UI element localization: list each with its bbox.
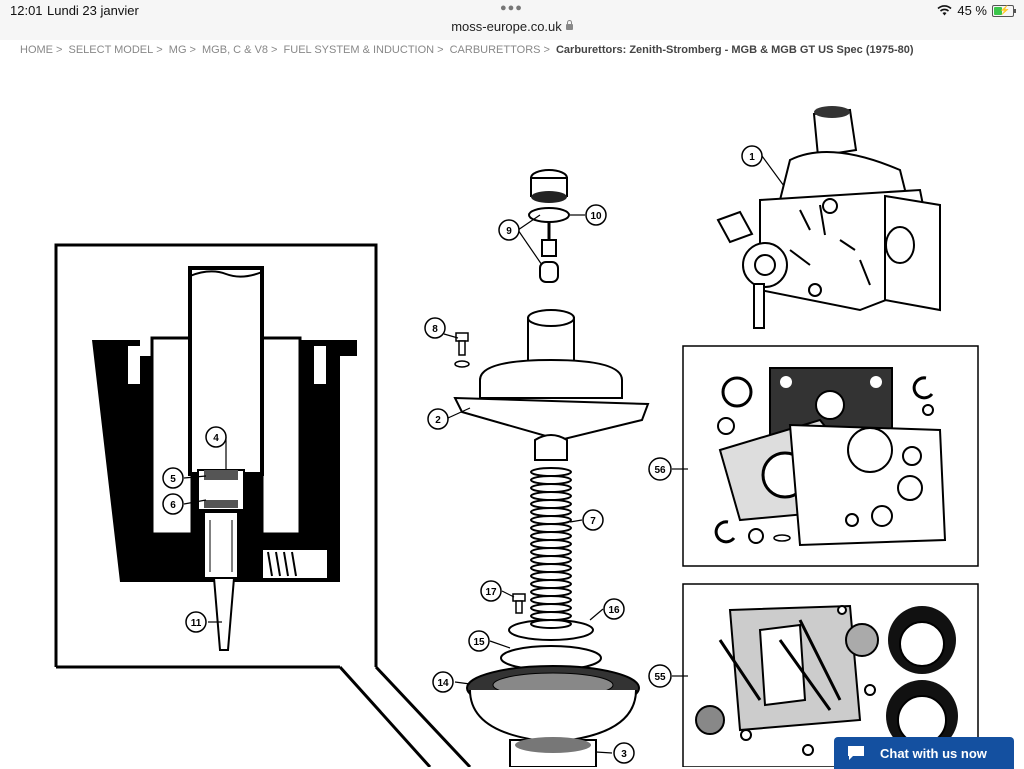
chat-with-us-button[interactable]: Chat with us now (834, 737, 1014, 769)
spring-coil (530, 611, 572, 621)
chat-bubble-icon (848, 746, 864, 760)
carburettor-assembly (716, 106, 941, 329)
callout-4[interactable]: 4 (205, 426, 227, 448)
wifi-icon (937, 5, 952, 16)
spring-coil (530, 515, 572, 525)
spring-coil (530, 483, 572, 493)
callout-17[interactable]: 17 (480, 580, 502, 602)
breadcrumb-carburettors[interactable]: CARBURETTORS (449, 44, 541, 56)
breadcrumb-mg[interactable]: MG (168, 44, 187, 56)
spring-coil (530, 467, 572, 477)
damper-assembly (528, 169, 570, 283)
spring-coil (530, 523, 572, 533)
spring-coil (530, 571, 572, 581)
svg-text:7: 7 (590, 516, 596, 527)
multitask-dots-icon[interactable]: ●●● (500, 2, 523, 14)
spring-coil (530, 491, 572, 501)
spring-coil (530, 507, 572, 517)
callout-3[interactable]: 3 (613, 742, 635, 764)
breadcrumb-mgb-c-v8[interactable]: MGB, C & V8 (202, 44, 269, 56)
svg-text:56: 56 (654, 465, 666, 476)
ios-status-bar: 12:01 Lundi 23 janvier ●●● moss-europe.c… (0, 0, 1024, 40)
exploded-parts-diagram: 1 2 3 4 5 6 7 8 9 10 11 14 15 16 17 55 5… (54, 106, 979, 767)
chat-label: Chat with us now (880, 745, 987, 761)
callout-7[interactable]: 7 (582, 509, 604, 531)
callout-11[interactable]: 11 (185, 611, 207, 633)
svg-text:2: 2 (435, 415, 441, 426)
diaphragm-assembly (466, 593, 640, 767)
svg-text:55: 55 (654, 672, 666, 683)
status-date: Lundi 23 janvier (47, 3, 139, 18)
lock-icon (565, 20, 573, 30)
callout-6[interactable]: 6 (162, 493, 184, 515)
callout-16[interactable]: 16 (603, 598, 625, 620)
svg-text:4: 4 (213, 433, 219, 444)
svg-text:11: 11 (191, 618, 202, 629)
spring-coil (530, 547, 572, 557)
breadcrumb-fuel-system[interactable]: FUEL SYSTEM & INDUCTION (283, 44, 435, 56)
spring-coil (530, 531, 572, 541)
spring-coil (530, 555, 572, 565)
callout-14[interactable]: 14 (432, 671, 454, 693)
spring-coil (530, 587, 572, 597)
breadcrumb-current: Carburettors: Zenith-Stromberg - MGB & M… (555, 44, 914, 56)
svg-text:16: 16 (608, 605, 620, 616)
callout-2[interactable]: 2 (427, 408, 449, 430)
callout-55[interactable]: 55 (648, 664, 672, 688)
spring-coil (530, 563, 572, 573)
callout-10[interactable]: 10 (585, 204, 607, 226)
spring-coil (530, 603, 572, 613)
callout-15[interactable]: 15 (468, 630, 490, 652)
leader-lines (183, 155, 785, 754)
battery-icon: ⚡ (992, 4, 1016, 17)
battery-percent: 45 % (957, 3, 987, 18)
spring-coil (530, 579, 572, 589)
top-cover (453, 309, 650, 461)
spring (530, 467, 572, 629)
svg-text:8: 8 (432, 324, 438, 335)
callout-8[interactable]: 8 (424, 317, 446, 339)
address-bar[interactable]: moss-europe.co.uk (0, 19, 1024, 34)
spring-coil (530, 475, 572, 485)
breadcrumb: HOME> SELECT MODEL> MG> MGB, C & V8> FUE… (20, 44, 914, 56)
svg-text:1: 1 (749, 152, 755, 163)
spring-coil (530, 595, 572, 605)
callout-56[interactable]: 56 (648, 457, 672, 481)
gasket-kit-box (682, 345, 979, 567)
address-url: moss-europe.co.uk (451, 19, 562, 34)
svg-text:17: 17 (485, 587, 497, 598)
svg-text:15: 15 (473, 637, 485, 648)
cutaway-inset (54, 243, 472, 767)
svg-text:10: 10 (590, 211, 602, 222)
callout-5[interactable]: 5 (162, 467, 184, 489)
svg-text:5: 5 (170, 474, 176, 485)
svg-text:14: 14 (437, 678, 449, 689)
svg-text:3: 3 (621, 749, 627, 760)
svg-text:9: 9 (506, 226, 512, 237)
svg-text:6: 6 (170, 500, 176, 511)
spring-coil (530, 499, 572, 509)
spring-coil (530, 539, 572, 549)
breadcrumb-select-model[interactable]: SELECT MODEL (68, 44, 154, 56)
callout-9[interactable]: 9 (498, 219, 520, 241)
overhaul-kit-box (682, 583, 979, 767)
breadcrumb-home[interactable]: HOME (20, 44, 53, 56)
status-right: 45 % ⚡ (937, 3, 1016, 18)
status-time: 12:01 (10, 3, 43, 18)
callout-1[interactable]: 1 (741, 145, 763, 167)
